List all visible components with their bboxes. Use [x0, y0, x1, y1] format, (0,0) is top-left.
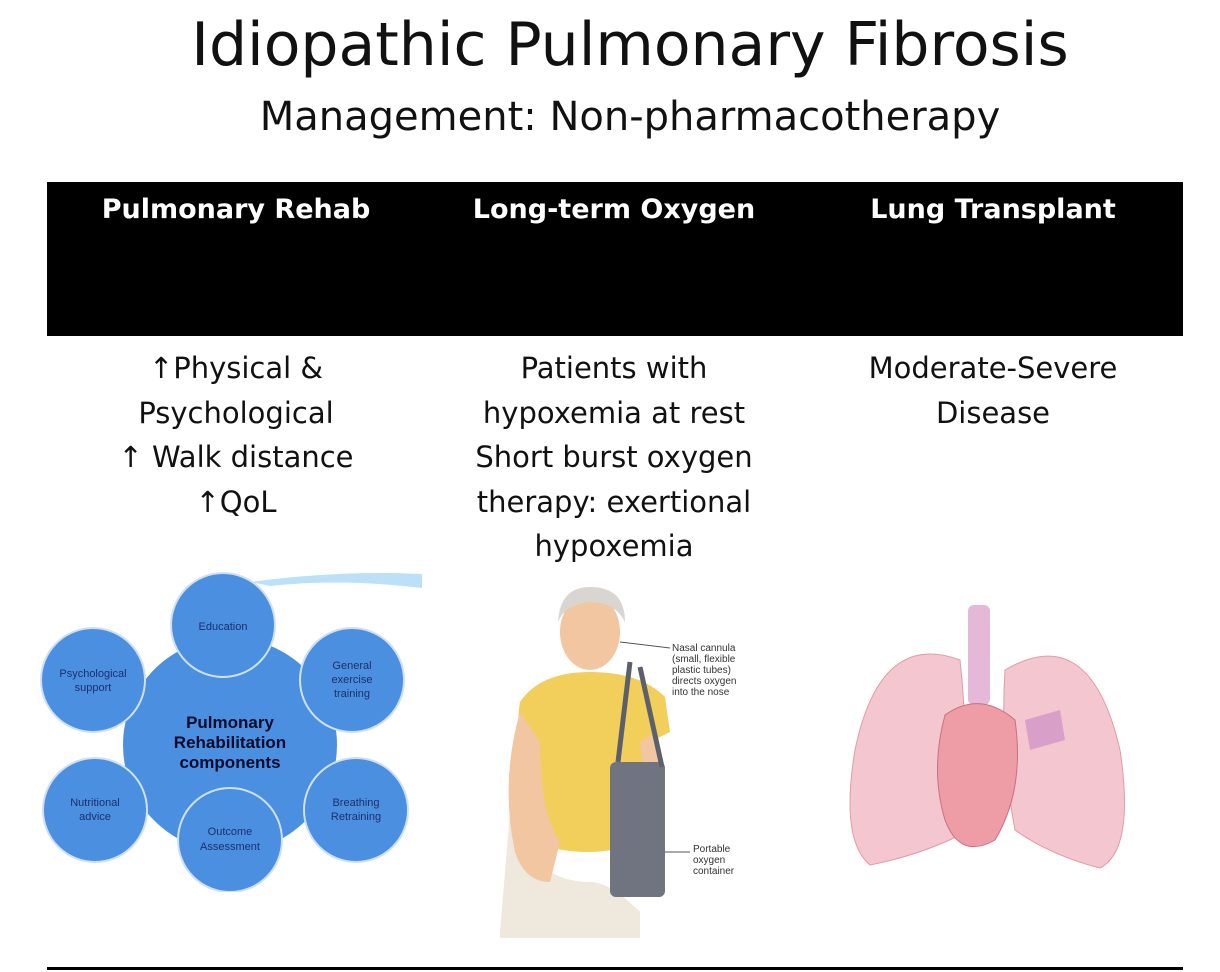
exercise-circle [299, 627, 405, 733]
breathing-label: Breathing [332, 797, 379, 809]
text-line: Patients with [520, 351, 708, 385]
outcome-label: Assessment [200, 841, 260, 853]
text-line: ↑Physical & [148, 351, 324, 385]
transplant-indications: Moderate-Severe Disease [803, 346, 1183, 435]
cannula-label: into the nose [672, 687, 730, 698]
center-label: Pulmonary [186, 713, 274, 732]
exercise-label: training [334, 688, 370, 700]
rehab-benefits: ↑Physical & Psychological ↑ Walk distanc… [46, 346, 426, 524]
center-label: Rehabilitation [174, 733, 286, 752]
cannula-label: (small, flexible [672, 654, 736, 665]
text-line: Disease [935, 395, 1051, 430]
text-line: hypoxemia at rest [482, 395, 746, 430]
rehab-components-diagram: Pulmonary Rehabilitation components Educ… [40, 572, 422, 892]
center-label: components [179, 753, 280, 772]
text-line: therapy: exertional [476, 484, 752, 519]
outcome-circle [177, 787, 283, 892]
nutrition-circle [42, 757, 148, 863]
oxygen-indications: Patients with hypoxemia at rest Short bu… [424, 346, 804, 569]
container-label: oxygen [693, 855, 725, 866]
column-header-transplant: Lung Transplant [870, 194, 1116, 225]
breathing-circle [303, 757, 409, 863]
cannula-label: directs oxygen [672, 676, 736, 687]
breathing-label: Retraining [331, 811, 381, 823]
text-line: hypoxemia [534, 529, 694, 563]
education-label: Education [199, 621, 248, 633]
education-circle [170, 572, 276, 678]
outcome-label: Outcome [208, 826, 253, 838]
exercise-label: exercise [332, 674, 373, 686]
slide-title: Idiopathic Pulmonary Fibrosis [191, 10, 1069, 80]
cannula-label: Nasal cannula [672, 643, 736, 654]
text-line: Psychological [138, 395, 334, 430]
column-header-rehab: Pulmonary Rehab [101, 194, 371, 225]
lungs-illustration [849, 605, 1125, 869]
oxygen-patient-illustration: Nasal cannula (small, flexible plastic t… [500, 587, 736, 938]
nutrition-label: Nutritional [70, 797, 120, 809]
psych-label: support [75, 682, 112, 694]
container-label: Portable [693, 844, 731, 855]
cannula-label: plastic tubes) [672, 665, 731, 676]
text-line: ↑ Walk distance [118, 440, 354, 474]
text-line: Moderate-Severe [868, 351, 1118, 385]
header-band [47, 182, 1183, 336]
text-line: Short burst oxygen [475, 440, 753, 474]
nutrition-label: advice [79, 811, 111, 823]
slide-subtitle: Management: Non-pharmacotherapy [259, 94, 1001, 140]
bottom-rule [47, 967, 1183, 970]
psych-label: Psychological [59, 668, 126, 680]
psych-circle [40, 627, 146, 733]
exercise-label: General [332, 660, 371, 672]
container-label: container [693, 866, 735, 877]
column-header-oxygen: Long-term Oxygen [472, 194, 756, 225]
text-line: ↑QoL [195, 484, 277, 519]
center-circle [123, 638, 337, 852]
